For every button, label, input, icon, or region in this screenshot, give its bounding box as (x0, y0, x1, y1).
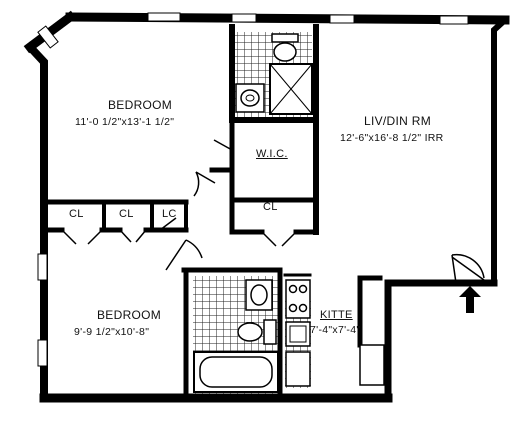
bath1-fixtures (235, 33, 313, 115)
windows (37, 12, 469, 367)
toilet-icon (237, 319, 277, 345)
bedroom1-title: BEDROOM (108, 98, 173, 112)
toilet-icon (271, 33, 299, 62)
living-room-dims: 12'-6"x16'-8 1/2" IRR (340, 132, 444, 144)
exterior-walls (23, 10, 510, 403)
kitchen-fixtures (285, 279, 385, 387)
linen-closet-label: LC (162, 208, 177, 220)
wic-label: W.I.C. (256, 148, 288, 160)
doors (61, 139, 485, 284)
living-room-title: LIV/DIN RM (364, 114, 432, 128)
interior-walls (41, 24, 383, 401)
stove-icon (285, 279, 311, 319)
kitchen-title: KITTE (320, 309, 353, 321)
bedroom2-title: BEDROOM (97, 308, 162, 322)
hall-closet-label: CL (263, 201, 278, 213)
bedroom2-dims: 9'-9 1/2"x10'-8" (74, 326, 150, 338)
bath2-fixtures (193, 279, 279, 393)
bathtub-icon (193, 351, 279, 393)
closet2-label: CL (119, 208, 134, 220)
sink-icon (235, 83, 265, 113)
kitchen-dims: 7'-4"x7'-4" (310, 324, 361, 336)
sink-icon (245, 279, 273, 311)
entrance-arrow-icon (459, 286, 481, 313)
bedroom1-dims: 11'-0 1/2"x13'-1 1/2" (75, 116, 175, 128)
closet1-label: CL (69, 208, 84, 220)
